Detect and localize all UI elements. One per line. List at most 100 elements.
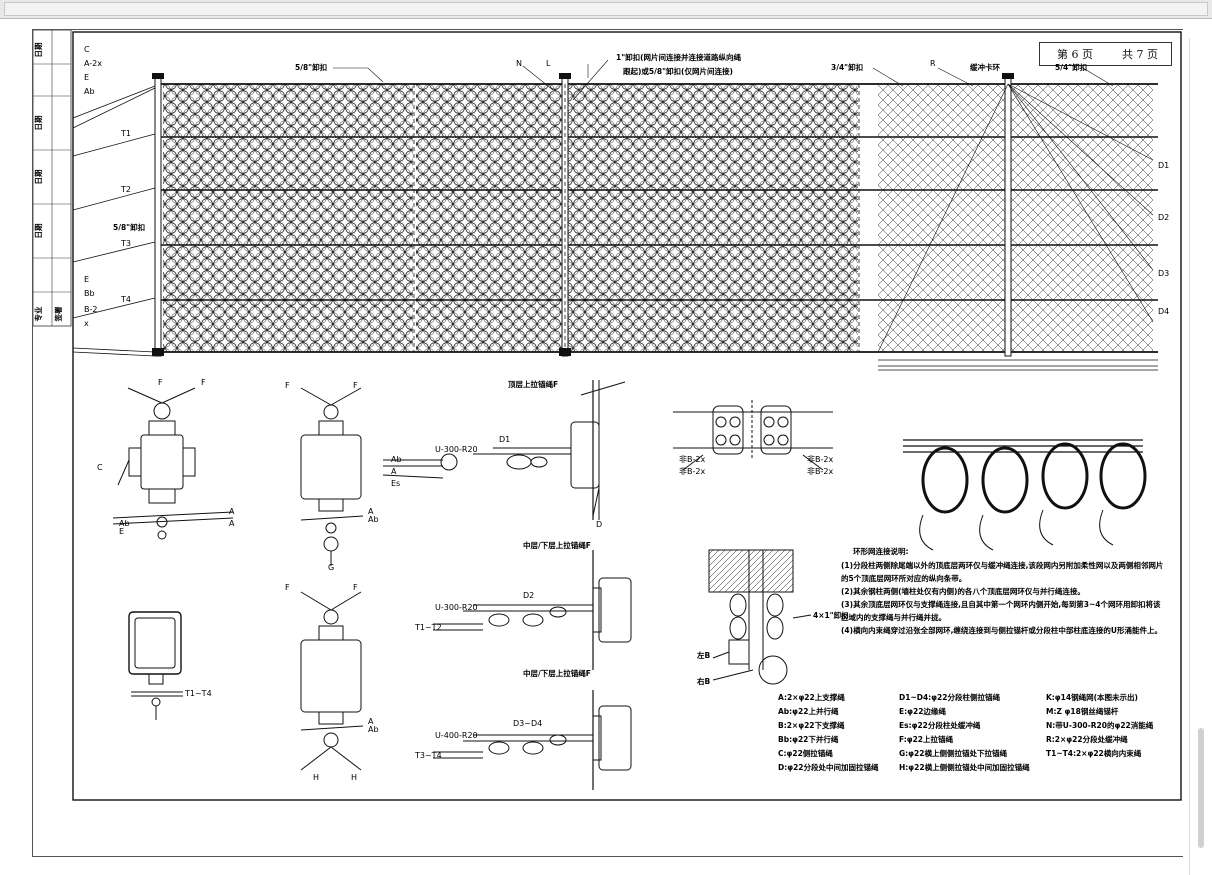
legend-c1-1: A:2×φ22上支撑绳	[778, 692, 845, 702]
lbl-e-detail: E	[119, 527, 124, 536]
detail-square-post	[128, 611, 183, 720]
legend-c1-2: Ab:φ22上并行绳	[778, 706, 839, 716]
drawing-viewport[interactable]: 第 6 页 共 7 页	[0, 19, 1212, 875]
detail-mid-anchor-2	[433, 690, 632, 790]
lbl-t1t4: T1~T4	[184, 689, 212, 698]
lbl-t1t2: T1~T2	[414, 623, 442, 632]
lbl-c: C	[84, 45, 90, 54]
lbl-r: R	[930, 59, 936, 68]
lbl-shackle-note-2: 跟起)或5/8"卸扣(仅网片间连接)	[623, 66, 733, 76]
lbl-54-shackle: 5/4"卸扣	[1055, 62, 1087, 72]
legend-c2-5: G:φ22横上侧侧拉锚处下拉锚绳	[899, 748, 1007, 758]
drawing-frame	[72, 31, 1182, 801]
notes-line-1: (1)分段柱两侧除尾端以外的顶底层两环仅与缓冲绳连接,该段网内另附加柔性网以及两…	[841, 560, 1163, 570]
tb-cell-3: 日期	[33, 169, 43, 184]
lbl-shackle-note-1: 1"卸扣(网片间连接并连接道路纵向绳	[616, 52, 742, 62]
lbl-t2: T2	[120, 185, 131, 194]
lbl-es-anchor: Es	[391, 479, 400, 488]
lbl-f-side-a: F	[285, 381, 290, 390]
legend-c3-2: M:Z φ18钢丝绳锚杆	[1046, 706, 1119, 716]
lbl-x: x	[84, 319, 89, 328]
lbl-mid-anchor-title-2: 中层/下层上拉锚绳F	[523, 668, 591, 678]
lbl-f-a: F	[158, 378, 163, 387]
lbl-leftB: 左B	[696, 650, 710, 660]
detail-shackle-labels: 4×1"卸扣 左B 右B	[696, 610, 849, 686]
component-legend: A:2×φ22上支撑绳 Ab:φ22上并行绳 B:2×φ22下支撑绳 Bb:φ2…	[778, 692, 1154, 772]
tb-cell-2: 日期	[33, 115, 43, 130]
lbl-top-anchor-title: 顶层上拉锚绳F	[508, 379, 558, 389]
lbl-u300a: U-300-R20	[435, 445, 478, 454]
lbl-d2: D2	[1158, 213, 1169, 222]
lbl-f-side-b: F	[353, 381, 358, 390]
detail-buffer-ring	[673, 400, 833, 471]
detail-mid-anchor-2-labels: 中层/下层上拉锚绳F D3~D4 U-400-R20 T3~T4	[414, 668, 591, 760]
lbl-b2: B-2	[84, 305, 97, 314]
notes-line-5: 区域内的支撑绳与并行绳并拢。	[841, 612, 946, 622]
vertical-scrollbar[interactable]	[1189, 38, 1212, 875]
notes-line-6: (4)横向内束绳穿过沿张全部网环,缠绕连接到与侧拉锚杆或分段柱中部柱底连接的U形…	[841, 625, 1162, 635]
detail-ring-rope	[903, 439, 1147, 551]
lbl-d4: D4	[1158, 307, 1169, 316]
lbl-a-side: A	[368, 507, 374, 516]
lbl-b2x-c: 非B-2x	[807, 454, 833, 464]
detail-post-cap-large-labels: F F C Ab E A A	[97, 378, 235, 536]
lbl-ab-side: Ab	[368, 515, 379, 524]
legend-c1-5: C:φ22侧拉锚绳	[778, 748, 833, 758]
lbl-a2x: A-2x	[84, 59, 102, 68]
lbl-d1-detail: D1	[499, 435, 510, 444]
tb-cell-4: 日期	[33, 223, 43, 238]
legend-c2-1: D1~D4:φ22分段柱侧拉锚绳	[899, 692, 1000, 702]
lbl-u300b: U-300-R20	[435, 603, 478, 612]
notes-title: 环形网连接说明:	[853, 546, 909, 556]
lbl-ab-detail: Ab	[119, 519, 130, 528]
legend-c3-4: R:2×φ22分段处缓冲绳	[1046, 734, 1128, 744]
detail-post-cap-large	[112, 387, 234, 540]
connection-notes: 环形网连接说明: (1)分段柱两侧除尾端以外的顶底层两环仅与缓冲绳连接,该段网内…	[841, 546, 1163, 635]
lbl-t3t4: T3~T4	[414, 751, 442, 760]
lbl-t3: T3	[120, 239, 131, 248]
lbl-a-anchor: A	[391, 467, 397, 476]
lbl-e: E	[84, 73, 89, 82]
lbl-l: L	[546, 59, 551, 68]
lbl-f-s2-a: F	[285, 583, 290, 592]
detail-top-anchor	[382, 380, 626, 520]
lbl-u400: U-400-R20	[435, 731, 478, 740]
lbl-c-detail: C	[97, 463, 103, 472]
tb-cell-6: 签署	[53, 306, 63, 322]
tb-cell-1: 日期	[33, 42, 43, 57]
lbl-ab: Ab	[84, 87, 95, 96]
legend-c2-4: F:φ22上拉锚绳	[899, 734, 954, 744]
main-view-labels: C A-2x E Ab T1 T2 5/8"卸扣 T3 E Bb B-2 x T…	[84, 45, 1169, 328]
detail-buffer-ring-labels: 非B-2x 非B-2x 非B-2x 非B-2x	[679, 454, 833, 476]
legend-c2-2: E:φ22边缘绳	[899, 706, 946, 716]
legend-c3-3: N:带U-300-R20的φ22消能绳	[1046, 720, 1154, 730]
legend-c1-4: Bb:φ22下并行绳	[778, 734, 839, 744]
page-total: 共 7 页	[1109, 42, 1172, 66]
lbl-g-side: G	[328, 563, 334, 572]
lbl-f-b: F	[201, 378, 206, 387]
fence-elevation	[72, 59, 1158, 371]
legend-c3-1: K:φ14钢绳网(本图未示出)	[1046, 692, 1138, 702]
mesh-panel-2	[416, 84, 564, 352]
lbl-a-detail-2: A	[229, 519, 235, 528]
lbl-shackle4: 4×1"卸扣	[813, 610, 849, 620]
page-current: 第 6 页	[1039, 42, 1111, 66]
lbl-d3: D3	[1158, 269, 1169, 278]
lbl-t1: T1	[120, 129, 131, 138]
lbl-top-shackle: 5/8"卸扣	[295, 62, 327, 72]
lbl-ab-anchor: Ab	[391, 455, 402, 464]
mesh-panel-1	[163, 84, 413, 352]
detail-post-side-1-labels: F F A Ab G	[285, 381, 379, 572]
scrollbar-thumb[interactable]	[1198, 728, 1204, 848]
drawing-sheet: 第 6 页 共 7 页	[32, 29, 1183, 857]
legend-c2-3: Es:φ22分段柱处缓冲绳	[899, 720, 981, 730]
lbl-bb: Bb	[84, 289, 95, 298]
lbl-rightB: 右B	[696, 676, 710, 686]
notes-line-3: (2)其余钢柱两侧(墙柱处仅有内侧)的各八个顶底层网环仅与并行绳连接。	[841, 586, 1085, 596]
lbl-h-b: H	[351, 773, 357, 782]
lbl-h-a: H	[313, 773, 319, 782]
lbl-b2x-a: 非B-2x	[679, 454, 705, 464]
legend-c2-6: H:φ22横上侧侧拉锚处中间加固拉锚绳	[899, 762, 1030, 772]
detail-post-side-2	[300, 591, 364, 771]
mesh-panel-3	[566, 84, 858, 352]
